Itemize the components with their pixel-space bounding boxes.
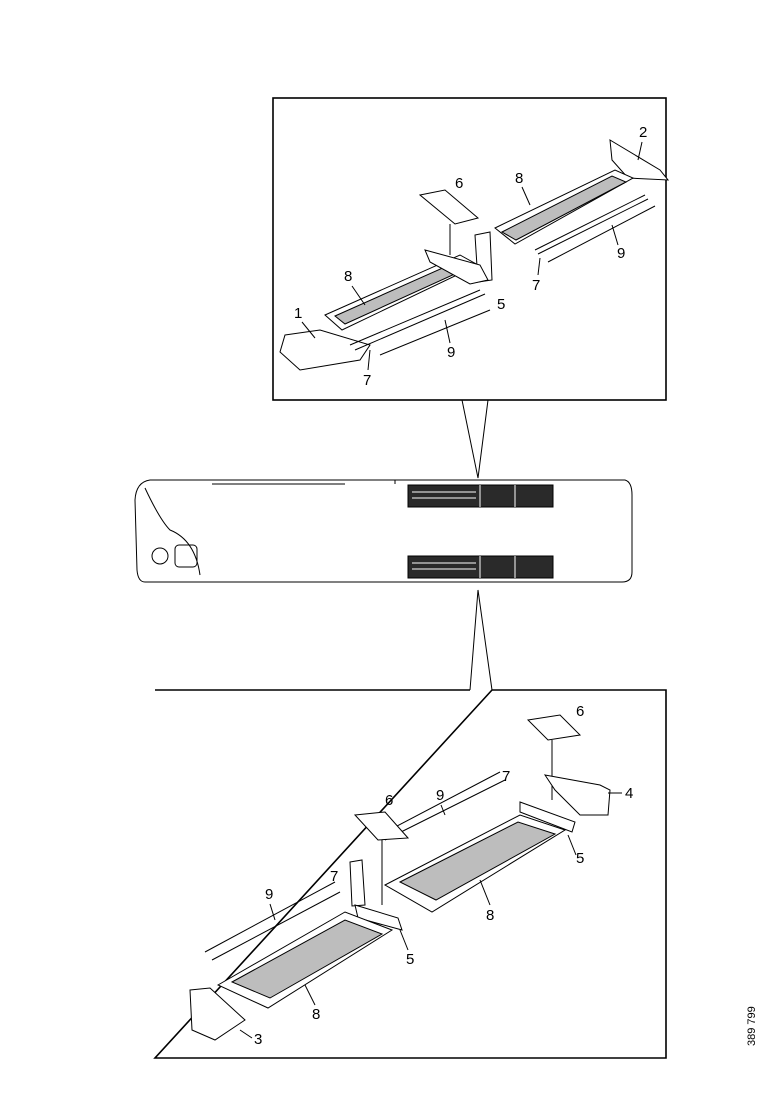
end-cap-part-1 bbox=[279, 329, 371, 371]
callout-8-top-rear: 8 bbox=[515, 170, 523, 187]
step-grille-bottom-front bbox=[230, 919, 384, 999]
callout-7-top-rear: 7 bbox=[532, 277, 540, 294]
callout-9-bottom-rear: 9 bbox=[436, 787, 444, 804]
callout-9-top-front: 9 bbox=[447, 344, 455, 361]
callout-8-top-front: 8 bbox=[344, 268, 352, 285]
callout-7-bottom-front: 7 bbox=[330, 868, 338, 885]
callout-6-bottom-mid: 6 bbox=[385, 792, 393, 809]
callout-8-bottom-front: 8 bbox=[312, 1006, 320, 1023]
end-cap-part-3 bbox=[189, 987, 246, 1041]
pointer-bottom bbox=[469, 589, 493, 691]
callout-5-bottom-mid: 5 bbox=[406, 951, 414, 968]
bottom-detail-view: 6 4 7 9 5 6 8 7 9 5 8 3 bbox=[153, 589, 667, 1059]
callout-1: 1 bbox=[294, 305, 302, 322]
bottom-middle-step-assembly bbox=[204, 811, 410, 961]
top-callouts: 2 8 6 9 7 5 8 1 9 7 bbox=[294, 124, 647, 389]
end-cap-part-4 bbox=[543, 774, 611, 816]
top-detail-frame bbox=[272, 97, 667, 401]
callout-8-bottom-rear: 8 bbox=[486, 907, 494, 924]
top-rear-step-assembly bbox=[418, 139, 670, 283]
step-grille-top-rear bbox=[500, 175, 628, 241]
callout-7-bottom-rear: 7 bbox=[502, 768, 510, 785]
bus-body-outline bbox=[134, 479, 633, 583]
callout-7-top-front: 7 bbox=[363, 372, 371, 389]
top-detail-view: 2 8 6 9 7 5 8 1 9 7 bbox=[272, 97, 670, 479]
bus-wheel bbox=[151, 547, 169, 565]
bus-side-view bbox=[134, 479, 633, 583]
callout-9-top-rear: 9 bbox=[617, 245, 625, 262]
figure-reference-code: 389 799 bbox=[746, 1006, 758, 1046]
callout-6-bottom-rear: 6 bbox=[576, 703, 584, 720]
bracket-part-5-top bbox=[424, 249, 489, 285]
callout-5-top: 5 bbox=[497, 296, 505, 313]
bracket-part-5-bottom-mid bbox=[354, 904, 403, 931]
callout-5-bottom-rear: 5 bbox=[576, 850, 584, 867]
callout-3: 3 bbox=[254, 1031, 262, 1048]
top-front-step-assembly bbox=[279, 249, 491, 371]
callout-9-bottom-front: 9 bbox=[265, 886, 273, 903]
callout-2: 2 bbox=[639, 124, 647, 141]
bracket-part-6-top bbox=[418, 189, 480, 225]
step-grille-bottom-rear bbox=[398, 821, 557, 901]
callout-6-top: 6 bbox=[455, 175, 463, 192]
bus-wheel-arch bbox=[144, 487, 201, 576]
bracket-part-6-bottom-rear bbox=[526, 714, 582, 741]
bottom-rear-step-assembly bbox=[379, 714, 611, 913]
callout-4: 4 bbox=[625, 785, 633, 802]
bottom-callouts: 6 4 7 9 5 6 8 7 9 5 8 3 bbox=[239, 703, 633, 1048]
bracket-upright-bottom bbox=[349, 859, 366, 907]
pointer-top bbox=[461, 399, 489, 479]
bottom-detail-frame bbox=[153, 689, 667, 1059]
bottom-front-step-assembly bbox=[189, 911, 394, 1041]
bracket-part-6-bottom-mid bbox=[353, 811, 410, 841]
bracket-part-5-bottom-rear bbox=[519, 801, 576, 833]
end-cap-part-2 bbox=[609, 139, 670, 181]
